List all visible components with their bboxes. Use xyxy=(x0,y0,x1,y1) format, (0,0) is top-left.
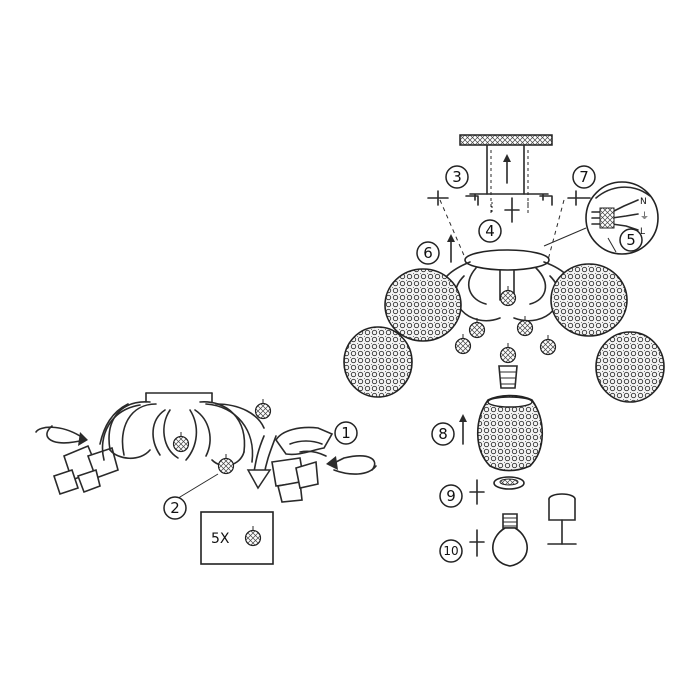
screw-icon xyxy=(427,190,591,206)
up-arrow-icon xyxy=(503,154,511,184)
globe-shade-icon xyxy=(343,326,413,398)
step-7-marker: 7 xyxy=(572,165,596,189)
globe-shade-icon xyxy=(477,394,543,472)
earth-label: ⏚ xyxy=(640,211,649,222)
step-2-label: 2 xyxy=(170,499,180,517)
ceiling-plate-icon xyxy=(459,134,553,146)
crystal-quantity-label: 5X xyxy=(211,531,230,547)
crystal-quantity-box: 5X xyxy=(200,511,274,565)
crystal-icon xyxy=(539,334,557,356)
crystal-icon xyxy=(172,431,190,453)
up-arrow-icon xyxy=(447,234,455,263)
right-holder-group xyxy=(271,457,319,503)
step-8-label: 8 xyxy=(438,425,448,443)
step-3-label: 3 xyxy=(452,168,462,186)
step-4-marker: 4 xyxy=(478,219,502,243)
screw-icon xyxy=(469,479,485,505)
lamp-holder-icon xyxy=(498,365,518,389)
step-10-group: 10 xyxy=(439,513,528,567)
lamp-holder-icon xyxy=(547,493,577,545)
step-6-label: 6 xyxy=(423,244,433,262)
step-8-marker: 8 xyxy=(431,422,455,446)
rotate-arrow-left-icon xyxy=(35,425,88,446)
screw-icon xyxy=(469,529,485,557)
globe-shade-icon xyxy=(595,331,665,403)
step-10-marker: 10 xyxy=(439,539,463,563)
ceiling-mount-assembly: 3 4 7 N ⏚ L 5 xyxy=(416,134,659,265)
left-holder-group xyxy=(52,444,119,496)
step-1-label: 1 xyxy=(341,424,351,442)
crystal-icon xyxy=(499,342,517,364)
central-arms xyxy=(99,392,265,467)
step-9-label: 9 xyxy=(446,487,456,505)
step-6-marker: 6 xyxy=(416,241,440,265)
live-label: L xyxy=(640,227,645,237)
light-bulb-icon xyxy=(492,513,528,567)
shade-ring xyxy=(493,476,525,490)
step-9-marker: 9 xyxy=(439,484,463,508)
step-1-marker: 1 xyxy=(334,421,358,445)
step-4-label: 4 xyxy=(485,222,495,240)
neutral-label: N xyxy=(640,197,647,207)
left-arm-assembly: 1 2 5X xyxy=(35,392,377,565)
up-arrow-icon xyxy=(459,414,467,445)
step-9-group: 9 xyxy=(439,476,577,545)
mounting-bracket xyxy=(469,193,549,201)
step-3-marker: 3 xyxy=(445,165,469,189)
screw-icon xyxy=(486,144,529,215)
step-5-label: 5 xyxy=(626,231,636,249)
crystal-icon xyxy=(254,398,272,420)
crystal-icon xyxy=(454,333,472,355)
screw-icon xyxy=(491,197,529,223)
step-5-marker: 5 xyxy=(619,228,643,252)
globe-shade-icon xyxy=(384,268,462,342)
step-2-marker: 2 xyxy=(163,496,187,520)
assembled-chandelier xyxy=(343,249,665,403)
hanging-crystal xyxy=(174,453,235,501)
direction-arrow-icon xyxy=(246,435,277,490)
canopy xyxy=(464,249,550,271)
rotate-arrow-right-icon xyxy=(326,455,377,475)
hand-icon xyxy=(275,426,334,457)
globe-shade-icon xyxy=(550,263,628,337)
step-10-label: 10 xyxy=(443,544,458,558)
step-8-group: 8 xyxy=(431,394,543,472)
step-7-label: 7 xyxy=(579,168,589,186)
